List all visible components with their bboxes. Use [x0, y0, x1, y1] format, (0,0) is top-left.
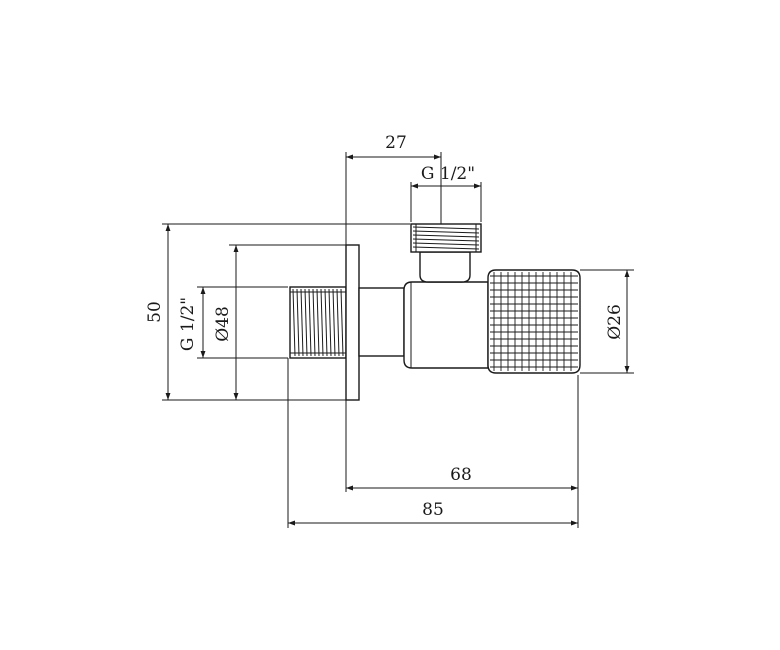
dimension-lines	[165, 154, 630, 526]
dimension-labels: 27 G 1/2" 50 G 1/2" Ø48 Ø26 68 85	[145, 133, 625, 520]
dim-total-length: 85	[422, 500, 444, 520]
outlet-neck	[419, 251, 471, 283]
wall-flange	[345, 244, 360, 401]
dim-handle-diameter: Ø26	[605, 304, 625, 340]
dim-top-width: 27	[385, 133, 407, 153]
dim-height: 50	[145, 301, 165, 323]
dim-inlet-thread: G 1/2"	[178, 297, 198, 351]
outlet-thread-nut	[410, 223, 482, 253]
valve-body	[403, 281, 489, 369]
knurled-handle	[487, 269, 581, 374]
body-neck	[358, 287, 405, 357]
inlet-thread-stub	[289, 286, 347, 359]
valve-part	[289, 223, 581, 401]
dim-top-thread: G 1/2"	[421, 164, 475, 184]
dim-flange-diameter: Ø48	[213, 306, 233, 342]
dim-body-length: 68	[450, 465, 472, 485]
